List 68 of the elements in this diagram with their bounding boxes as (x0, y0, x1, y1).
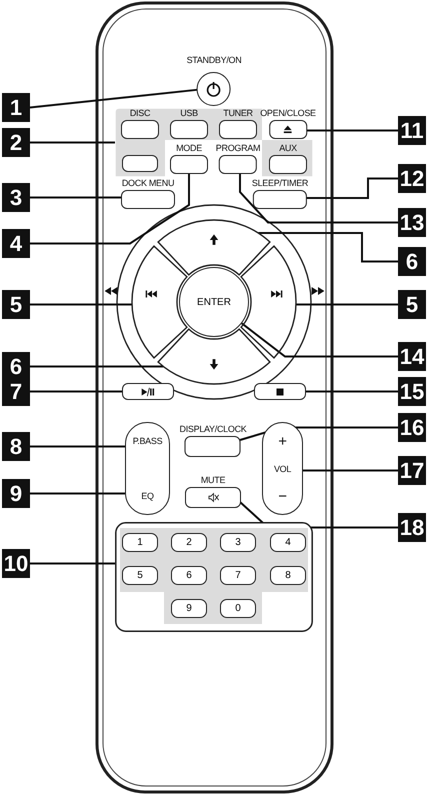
leader-line (30, 366, 164, 368)
leader-line (30, 142, 115, 144)
button-label: + (277, 434, 288, 449)
rocker-button (262, 422, 303, 515)
button-label: DISC (130, 108, 150, 119)
callout-number: 14 (398, 342, 426, 371)
callout-number: 12 (398, 164, 426, 193)
callout-number: 11 (398, 116, 426, 145)
button-label: P.BASS (132, 436, 164, 447)
number-button: 9 (171, 599, 207, 618)
callout-number: 1 (2, 93, 30, 122)
button-label: EQ (140, 491, 155, 502)
button-label: USB (180, 108, 198, 119)
button-label: MODE (176, 143, 202, 154)
leader-line (296, 304, 398, 306)
button-label: TUNER (223, 108, 253, 119)
number-button: 0 (220, 599, 256, 618)
rocker-button (125, 422, 170, 515)
callout-number: 2 (2, 128, 30, 157)
button-label: SLEEP/TIMER (252, 178, 308, 189)
leader-line (239, 172, 398, 224)
leader-line (306, 178, 398, 199)
leader-line (30, 196, 122, 198)
button-label: OPEN/CLOSE (260, 108, 316, 119)
leader-line (30, 446, 125, 448)
leader-line (241, 322, 398, 358)
leader-line (30, 172, 190, 244)
remote-button (122, 155, 158, 172)
number-button: 8 (270, 566, 306, 585)
callout-number: 8 (2, 432, 30, 461)
button-label: STANDBY/ON (186, 55, 242, 66)
callout-number: 13 (398, 208, 426, 237)
number-button: 3 (220, 533, 256, 552)
callout-number: 15 (398, 377, 426, 406)
callout-number: 18 (398, 513, 426, 542)
remote-button (254, 383, 306, 400)
callout-number: 9 (2, 479, 30, 508)
callout-number: 17 (398, 456, 426, 485)
leader-line (306, 130, 398, 132)
leader-line (30, 304, 132, 306)
leader-line (303, 470, 398, 472)
number-button: 1 (122, 533, 158, 552)
button-label: MUTE (200, 475, 226, 486)
callout-number: 3 (2, 183, 30, 212)
callout-number: 5 (2, 290, 30, 319)
callout-number: 10 (2, 549, 30, 578)
number-button: 6 (171, 566, 207, 585)
button-label: VOL (272, 464, 292, 474)
button-label: DOCK MENU (122, 178, 174, 189)
leader-line (30, 390, 122, 392)
leader-line (30, 492, 125, 494)
leader-line (306, 390, 398, 392)
button-label: DISPLAY/CLOCK (180, 424, 246, 435)
button-label: − (277, 489, 288, 504)
number-button: 2 (171, 533, 207, 552)
leader-line (258, 232, 398, 262)
number-button: 5 (122, 566, 158, 585)
number-button: 4 (270, 533, 306, 552)
callout-number: 5 (398, 290, 426, 319)
button-label: PROGRAM (216, 143, 260, 154)
button-label: AUX (279, 143, 297, 154)
number-button: 7 (220, 566, 256, 585)
leader-line (30, 562, 115, 564)
callout-number: 16 (398, 413, 426, 442)
leader-line (30, 88, 198, 108)
remote-button (122, 383, 174, 400)
callout-number: 6 (398, 247, 426, 276)
callout-number: 4 (2, 229, 30, 258)
